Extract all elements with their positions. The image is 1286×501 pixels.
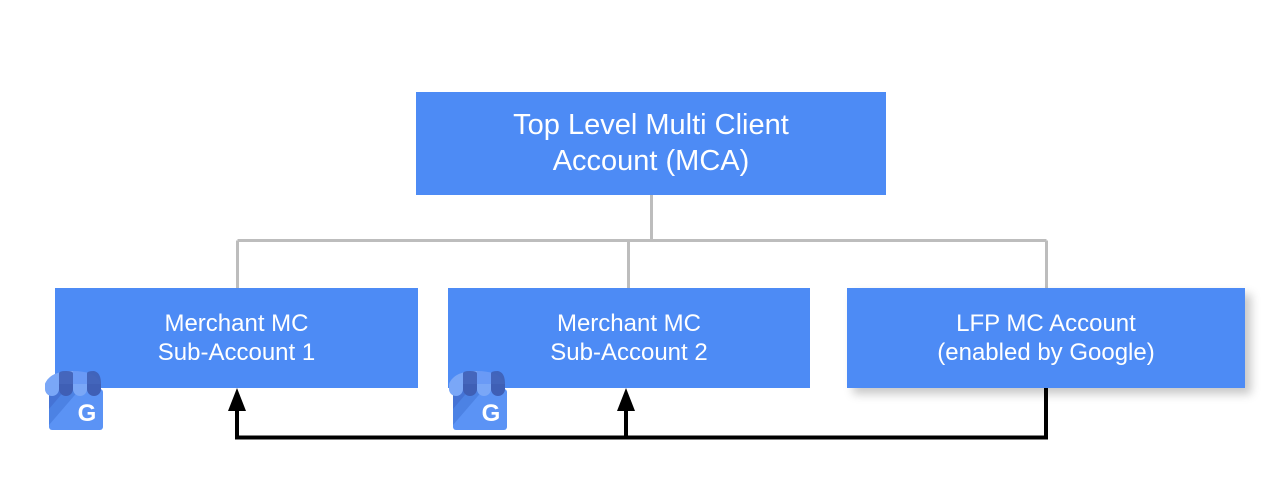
node-top-level-mca-line2: Account (MCA) [552,144,750,177]
node-merchant-mc-sub-account-2[interactable]: Merchant MC Sub-Account 2 [448,288,810,388]
tree-connectors [236,195,1048,288]
node-top-level-mca-line1: Top Level Multi Client [513,109,789,142]
node-lfp-mc-account-line1: LFP MC Account [956,309,1136,337]
node-merchant-mc-sub-account-1-line2: Sub-Account 1 [157,339,316,366]
google-my-business-icon: G [449,371,507,430]
google-my-business-icon: G [45,371,103,430]
node-merchant-mc-sub-account-2-line2: Sub-Account 2 [550,339,708,366]
node-lfp-mc-account-line2: (enabled by Google) [937,339,1155,366]
node-lfp-mc-account[interactable]: LFP MC Account (enabled by Google) [847,288,1245,388]
node-merchant-mc-sub-account-1-line1: Merchant MC [164,309,309,337]
data-flow-arrows [228,388,1048,440]
storefront-awning [45,371,101,396]
flow-arrowhead-sub2 [617,388,635,411]
storefront-awning [449,371,505,396]
node-merchant-mc-sub-account-1[interactable]: Merchant MC Sub-Account 1 [55,288,418,388]
flow-arrowhead-sub1 [228,388,246,411]
node-top-level-mca[interactable]: Top Level Multi Client Account (MCA) [416,92,886,195]
node-merchant-mc-sub-account-2-line1: Merchant MC [556,309,702,337]
google-g-letter: G [482,400,501,427]
google-g-letter: G [78,400,97,427]
